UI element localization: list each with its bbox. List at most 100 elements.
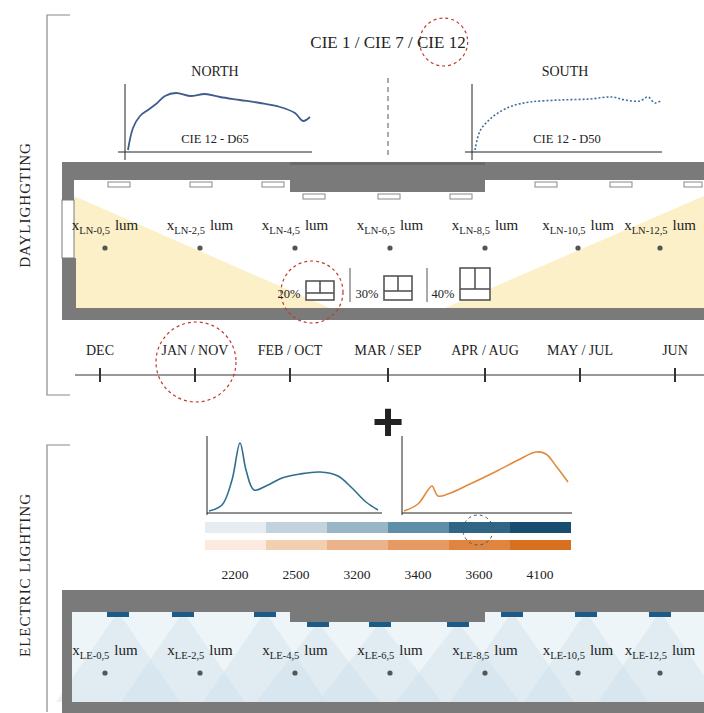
point-label: xLE-4,5lum — [262, 643, 327, 658]
unit-text: lum — [495, 218, 518, 233]
unit-text: lum — [209, 643, 232, 658]
luminaire — [501, 612, 523, 617]
variable-symbol: x — [542, 218, 550, 233]
point-label: xLE-2,5lum — [167, 643, 232, 658]
point-label: xLN-8,5lum — [452, 218, 518, 233]
point-subscript: LE-2,5 — [175, 651, 204, 662]
cct-value: 4100 — [527, 568, 554, 582]
light-cone — [598, 616, 704, 702]
highlight-circle — [463, 515, 493, 545]
label-text: + — [372, 394, 404, 448]
luminaire — [307, 622, 329, 627]
point-subscript: LE-0,5 — [80, 651, 109, 662]
unit-text: lum — [114, 643, 137, 658]
section-label: ELECTRIC LIGHTING — [18, 493, 33, 657]
measure-point — [657, 670, 662, 675]
point-label: xLN-0,5lum — [72, 218, 138, 233]
point-subscript: LN-4,5 — [269, 226, 300, 237]
measure-point — [197, 670, 202, 675]
diagram-title: CIE 1 / CIE 7 / CIE 12 — [310, 34, 465, 51]
variable-symbol: x — [357, 218, 365, 233]
cct-value: 2200 — [222, 568, 249, 582]
measure-point — [657, 245, 662, 250]
label-text: 40% — [432, 288, 455, 301]
electric-room — [56, 590, 704, 713]
point-subscript: LE-12,5 — [632, 651, 667, 662]
luminaire — [254, 612, 276, 617]
label-text: JUN — [662, 344, 688, 358]
variable-symbol: x — [167, 218, 175, 233]
variable-symbol: x — [452, 643, 460, 658]
label-text: NORTH — [191, 65, 238, 79]
label-text: JAN / NOV — [162, 344, 229, 358]
luminaire — [447, 622, 469, 627]
variable-symbol: x — [624, 218, 632, 233]
timeline — [75, 368, 704, 382]
measure-point — [292, 245, 297, 250]
unit-text: lum — [304, 643, 327, 658]
point-subscript: LE-8,5 — [460, 651, 489, 662]
unit-text: lum — [494, 643, 517, 658]
point-label: xLE-10,5lum — [543, 643, 614, 658]
point-label: xLN-6,5lum — [357, 218, 423, 233]
unit-text: lum — [115, 218, 138, 233]
luminaire — [107, 612, 129, 617]
label-text: APR / AUG — [451, 344, 519, 358]
point-subscript: LE-6,5 — [365, 651, 394, 662]
point-label: xLE-8,5lum — [452, 643, 517, 658]
label-text: 30% — [356, 288, 379, 301]
variable-symbol: x — [543, 643, 551, 658]
luminaire — [369, 622, 391, 627]
measure-point — [292, 670, 297, 675]
measure-point — [575, 670, 580, 675]
unit-text: lum — [305, 218, 328, 233]
luminaire — [172, 612, 194, 617]
label-text: DEC — [86, 344, 114, 358]
point-label: xLE-6,5lum — [357, 643, 422, 658]
cct-value: 3600 — [466, 568, 493, 582]
measure-point — [197, 245, 202, 250]
spectrum-curve — [128, 93, 310, 150]
cct-value: 3400 — [405, 568, 432, 582]
point-label: xLE-0,5lum — [72, 643, 137, 658]
daylight-room — [62, 162, 704, 320]
measure-point — [482, 670, 487, 675]
cct-value: 2500 — [283, 568, 310, 582]
variable-symbol: x — [72, 218, 80, 233]
label-text: MAR / SEP — [355, 344, 422, 358]
highlight-circle — [156, 322, 236, 402]
section-label: DAYLIGHGTING — [18, 142, 33, 268]
divider-line — [388, 78, 389, 158]
unit-text: lum — [210, 218, 233, 233]
unit-text: lum — [591, 218, 614, 233]
variable-symbol: x — [167, 643, 175, 658]
measure-point — [387, 245, 392, 250]
point-label: xLN-12,5lum — [624, 218, 696, 233]
point-subscript: LE-4,5 — [270, 651, 299, 662]
point-subscript: LN-2,5 — [174, 226, 205, 237]
separator-line — [350, 268, 427, 302]
label-text: MAY / JUL — [547, 344, 613, 358]
unit-text: lum — [399, 643, 422, 658]
point-subscript: LN-8,5 — [459, 226, 490, 237]
spectrum-curve — [209, 443, 378, 511]
cct-bar-blue — [205, 522, 571, 533]
unit-text: lum — [400, 218, 423, 233]
point-subscript: LE-10,5 — [550, 651, 585, 662]
variable-symbol: x — [72, 643, 80, 658]
cct-value: 3200 — [344, 568, 371, 582]
point-subscript: LN-10,5 — [550, 226, 586, 237]
luminaire — [575, 612, 597, 617]
point-label: xLN-4,5lum — [262, 218, 328, 233]
spectrum-curve — [475, 97, 662, 150]
measure-point — [102, 670, 107, 675]
measure-point — [387, 670, 392, 675]
unit-text: lum — [672, 643, 695, 658]
variable-symbol: x — [625, 643, 633, 658]
unit-text: lum — [673, 218, 696, 233]
measure-point — [102, 245, 107, 250]
label-text: CIE 12 - D50 — [533, 133, 601, 146]
label-text: CIE 12 - D65 — [181, 133, 249, 146]
point-subscript: LN-12,5 — [632, 226, 668, 237]
point-subscript: LN-0,5 — [79, 226, 110, 237]
